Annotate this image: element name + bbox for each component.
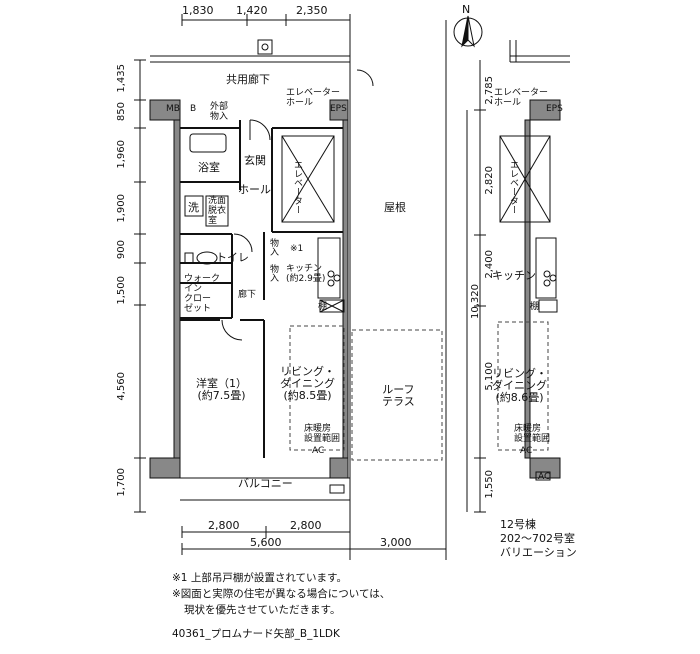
elevator-hall-label: エレベーター ホール xyxy=(286,88,341,108)
note-line-3: 現状を優先させていただきます。 xyxy=(184,604,341,616)
dim-left-8: 1,700 xyxy=(116,468,127,497)
note-mark: ※1 xyxy=(290,244,304,254)
dim-left-5: 900 xyxy=(116,240,127,260)
dim-mid-2: 2,820 xyxy=(484,166,495,195)
variation-label: 12号棟 202〜702号室 バリエーション xyxy=(500,518,577,559)
wash-label: 洗 xyxy=(188,201,199,214)
shelf-label: 棚 xyxy=(318,302,328,312)
var-living-label: リビング・ ダイニング (約8.6畳) xyxy=(492,367,547,404)
ac-label: AC xyxy=(312,446,325,456)
var-elevator-label: エレベーター xyxy=(508,160,518,214)
western-room-label: 洋室（1） (約7.5畳) xyxy=(196,377,247,402)
washroom-label: 洗面 脱衣 室 xyxy=(208,196,227,226)
dim-bottom-3: 5,600 xyxy=(250,536,282,549)
dim-left-3: 1,960 xyxy=(116,140,127,169)
dim-bottom-2: 2,800 xyxy=(290,519,322,532)
dim-bottom-4: 3,000 xyxy=(380,536,412,549)
dim-left-4: 1,900 xyxy=(116,194,127,223)
dim-bottom-1: 2,800 xyxy=(208,519,240,532)
corridor-label: 共用廊下 xyxy=(226,73,270,86)
dim-left-2: 850 xyxy=(116,102,127,122)
note-line-2: ※図面と実際の住宅が異なる場合については、 xyxy=(172,588,391,600)
var-floor-heating-label: 床暖房 設置範囲 xyxy=(514,424,551,444)
var-eps-label: EPS xyxy=(546,104,563,114)
entrance-label: 玄関 xyxy=(244,154,266,167)
dim-mid-6: 1,550 xyxy=(484,470,495,499)
var-ac2-label: AC xyxy=(538,472,551,482)
roof-label: 屋根 xyxy=(384,201,406,214)
note-line-1: ※1 上部吊戸棚が設置されています。 xyxy=(172,572,347,584)
balcony-label: バルコニー xyxy=(238,477,293,490)
dim-left-7: 4,560 xyxy=(116,372,127,401)
outdoor-storage-label: 外部 物入 xyxy=(210,102,229,122)
walkin-closet-label: ウォーク イン クロー ゼット xyxy=(184,274,221,314)
var-ac-label: AC xyxy=(520,446,533,456)
hall-label: ホール xyxy=(238,183,271,196)
north-label: N xyxy=(462,3,471,16)
roof-terrace-label: ルーフ テラス xyxy=(382,383,415,408)
hallway-label: 廊下 xyxy=(238,290,257,300)
floor-heating-label: 床暖房 設置範囲 xyxy=(304,424,341,444)
storage-label-1: 物入 xyxy=(268,238,278,256)
storage-label-2: 物入 xyxy=(268,264,278,282)
living-label: リビング・ ダイニング (約8.5畳) xyxy=(280,365,335,402)
toilet-label: トイレ xyxy=(216,251,249,264)
dim-top-3: 2,350 xyxy=(296,4,328,17)
dim-mid-4: 10,320 xyxy=(470,284,481,319)
dim-left-1: 1,435 xyxy=(116,64,127,93)
mb-label: MB xyxy=(166,104,180,114)
b-label: B xyxy=(190,104,197,114)
elevator-label: エレベーター xyxy=(292,160,302,214)
eps-label: EPS xyxy=(330,104,347,114)
dim-left-6: 1,500 xyxy=(116,276,127,305)
bath-label: 浴室 xyxy=(198,161,220,174)
dim-top-2: 1,420 xyxy=(236,4,268,17)
var-kitchen-label: キッチン xyxy=(492,269,536,282)
var-shelf-label: 棚 xyxy=(530,302,540,312)
var-elevator-hall-label: エレベーター ホール xyxy=(494,88,549,108)
file-code: 40361_プロムナード矢部_B_1LDK xyxy=(172,628,340,640)
kitchen-label: キッチン (約2.9畳) xyxy=(286,264,326,284)
dim-top-1: 1,830 xyxy=(182,4,214,17)
